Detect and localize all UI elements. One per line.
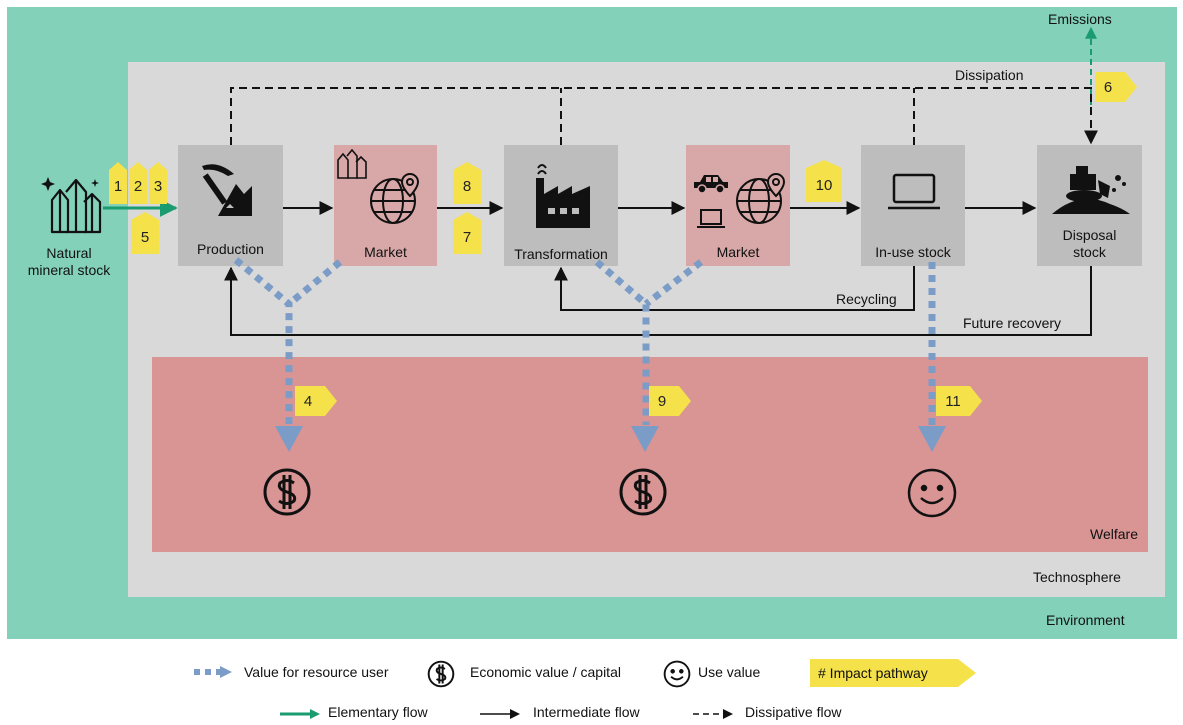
impact-pathway-8-label: 8 (462, 178, 472, 195)
impact-pathway-10: 10 (806, 160, 842, 202)
impact-pathway-9-label: 9 (657, 393, 667, 410)
impact-pathway-3-label: 3 (153, 178, 163, 195)
dollar-icon-1 (262, 467, 312, 517)
in-use-stock-node: In-use stock (861, 145, 965, 266)
dissipation-label: Dissipation (955, 67, 1024, 83)
impact-pathway-2: 2 (129, 162, 147, 204)
impact-pathway-6-label: 6 (1103, 79, 1113, 96)
globe-location-icon-2 (732, 170, 790, 228)
impact-pathway-11-label: 11 (945, 393, 961, 410)
disposal-stock-label: Disposal stock (1062, 227, 1117, 260)
market-node-1: Market (334, 145, 437, 266)
legend-dissipative-symbol (693, 707, 733, 725)
impact-pathway-7-label: 7 (462, 229, 472, 246)
dollar-icon-2 (618, 467, 668, 517)
emissions-label: Emissions (1048, 11, 1112, 27)
legend-dollar-icon (427, 660, 455, 693)
impact-pathway-1-label: 1 (113, 178, 123, 195)
impact-pathway-7: 7 (453, 212, 481, 254)
impact-pathway-11: 11 (936, 386, 982, 416)
in-use-stock-label: In-use stock (875, 244, 951, 260)
natural-mineral-stock-label: Natural mineral stock (27, 245, 111, 278)
recycling-label: Recycling (836, 291, 897, 307)
legend-elementary-symbol (280, 707, 320, 725)
impact-pathway-4-label: 4 (303, 393, 313, 410)
impact-pathway-8: 8 (453, 162, 481, 204)
minerals-icon (334, 146, 370, 182)
future-recovery-label: Future recovery (963, 315, 1062, 331)
legend-elementary-flow: Elementary flow (328, 704, 428, 720)
legend-intermediate-symbol (480, 707, 520, 725)
impact-pathway-4: 4 (295, 386, 337, 416)
impact-pathway-5: 5 (131, 212, 159, 254)
globe-location-icon (366, 170, 424, 228)
impact-pathway-2-label: 2 (133, 178, 143, 195)
legend-use-value: Use value (698, 664, 761, 680)
intermediate-flows (224, 201, 1092, 336)
laptop-icon (887, 172, 941, 212)
impact-pathway-9: 9 (649, 386, 691, 416)
legend-value-user: Value for resource user (244, 664, 389, 680)
laptop-small-icon (697, 208, 725, 230)
legend-value-user-symbol (192, 664, 234, 685)
legend-economic-value: Economic value / capital (470, 664, 621, 680)
pickaxe-mining-icon (192, 160, 254, 218)
legend-dissipative-flow: Dissipative flow (745, 704, 842, 720)
market-label-1: Market (364, 244, 407, 260)
legend-smiley-icon (663, 660, 691, 693)
impact-pathway-5-label: 5 (140, 229, 150, 246)
technosphere-label: Technosphere (1033, 569, 1121, 585)
car-icon (692, 172, 730, 194)
crystal-icon (38, 172, 104, 238)
factory-icon (532, 160, 594, 230)
impact-pathway-1: 1 (109, 162, 127, 204)
impact-pathway-10-label: 10 (815, 177, 833, 194)
environment-label: Environment (1046, 612, 1125, 628)
market-label-2: Market (716, 244, 760, 260)
legend-intermediate-flow: Intermediate flow (533, 704, 640, 720)
impact-pathway-3: 3 (149, 162, 167, 204)
transformation-label: Transformation (514, 246, 608, 262)
legend-impact-pathway-shape (810, 659, 976, 692)
value-flows (233, 257, 936, 425)
dissipative-flows (230, 87, 1098, 145)
value-flow-arrowheads (275, 426, 946, 452)
impact-pathway-6: 6 (1095, 72, 1137, 102)
bulldozer-landfill-icon (1050, 160, 1132, 216)
production-label: Production (197, 241, 264, 257)
legend-impact-pathway: # Impact pathway (818, 665, 928, 681)
welfare-label: Welfare (1090, 526, 1138, 542)
smiley-icon (906, 467, 958, 519)
